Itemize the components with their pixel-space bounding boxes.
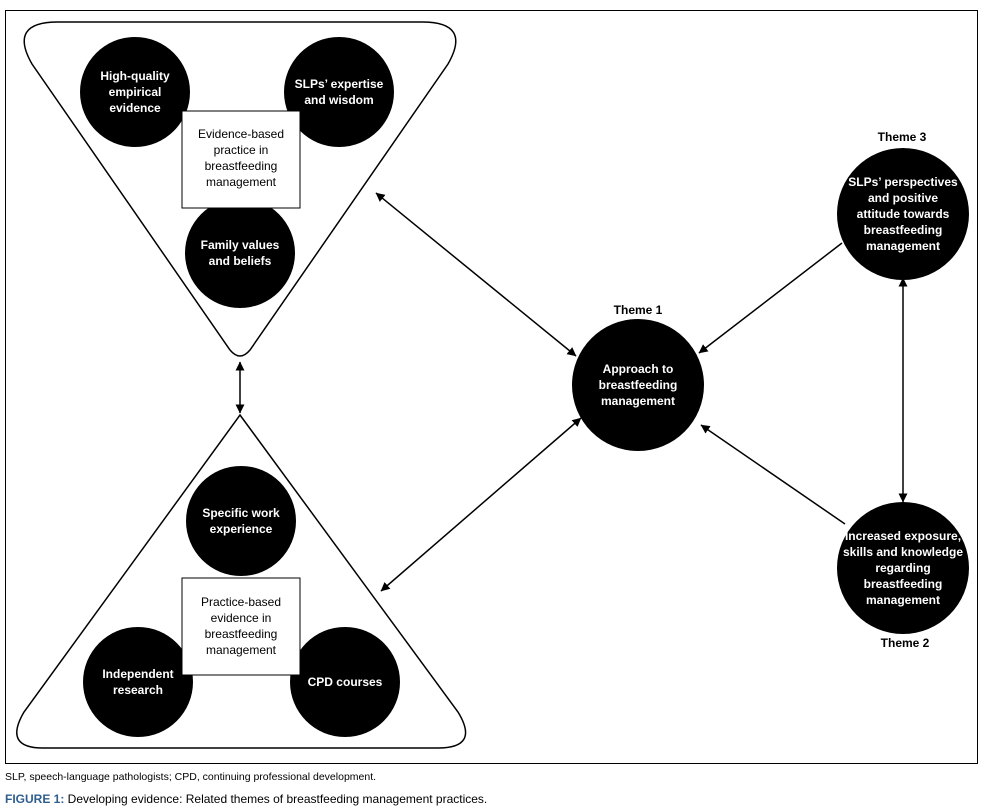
label-line: breastfeeding <box>205 159 278 173</box>
label-line: Approach to <box>603 362 674 376</box>
practice-based-evidence-box <box>181 577 301 676</box>
label-line: attitude towards <box>857 207 950 221</box>
figure-number: FIGURE 1: <box>5 792 65 806</box>
circle-family-values <box>185 198 295 308</box>
label-line: management <box>206 643 277 657</box>
label-line: management <box>866 593 940 607</box>
circle-theme2-exposure-label: Increased exposure, skills and knowledge r… <box>843 529 963 607</box>
circle-independent-research <box>83 627 193 737</box>
label-line: empirical <box>109 85 162 99</box>
practice-based-evidence-label: Practice-based evidence in breastfeeding ma… <box>201 595 281 657</box>
top-triangle-outline <box>23 21 457 357</box>
label-line: and positive <box>868 191 938 205</box>
evidence-based-practice-box <box>181 110 301 209</box>
circle-theme1-approach <box>572 319 704 451</box>
label-line: evidence in <box>211 611 272 625</box>
label-line: management <box>601 394 675 408</box>
bottom-to-theme1-arrow <box>380 417 582 592</box>
theme3-label: Theme 3 <box>878 130 927 144</box>
figure-caption-text: Developing evidence: Related themes of b… <box>64 792 488 806</box>
label-line: skills and knowledge <box>843 545 963 559</box>
circle-slp-expertise <box>284 37 394 147</box>
circle-independent-research-label: Independent research <box>102 667 173 697</box>
label-line: and wisdom <box>304 93 373 107</box>
label-line: evidence <box>109 101 161 115</box>
circle-family-values-label: Family values and beliefs <box>201 238 280 268</box>
circle-work-experience-label: Specific work experience <box>202 506 280 536</box>
label-line: Increased exposure, <box>845 529 961 543</box>
label-line: SLPs’ perspectives <box>848 175 958 189</box>
label-line: research <box>113 683 163 697</box>
top-to-theme1-arrow <box>375 192 577 357</box>
circle-work-experience <box>186 466 296 576</box>
label-line: SLPs’ expertise <box>295 77 384 91</box>
label-line: experience <box>210 522 273 536</box>
circle-slp-expertise-label: SLPs’ expertise and wisdom <box>295 77 384 107</box>
circle-theme3-perspectives <box>837 148 969 280</box>
label-line: Specific work <box>202 506 280 520</box>
evidence-based-practice-label: Evidence-based practice in breastfeeding ma… <box>198 127 284 189</box>
label-line: Practice-based <box>201 595 281 609</box>
circle-theme3-perspectives-label: SLPs’ perspectives and positive attitude t… <box>848 175 958 253</box>
theme1-label: Theme 1 <box>614 303 663 317</box>
figure-footnote: SLP, speech-language pathologists; CPD, … <box>5 771 377 783</box>
label-line: breastfeeding <box>864 577 943 591</box>
label-line: breastfeeding <box>205 627 278 641</box>
bottom-triangle-outline <box>16 413 467 749</box>
evidence-diagram: High-quality empirical evidence SLPs’ expe… <box>16 21 969 749</box>
circle-cpd-courses-label: CPD courses <box>308 675 383 689</box>
label-line: management <box>866 239 940 253</box>
label-line: High-quality <box>100 69 170 83</box>
circle-empirical-evidence <box>80 37 190 147</box>
theme3-to-theme1-arrow <box>698 242 843 354</box>
label-line: Independent <box>102 667 173 681</box>
circle-cpd-courses <box>290 627 400 737</box>
label-line: Evidence-based <box>198 127 284 141</box>
label-line: Family values <box>201 238 280 252</box>
label-line: breastfeeding <box>864 223 943 237</box>
circle-empirical-evidence-label: High-quality empirical evidence <box>100 69 170 115</box>
theme2-to-theme1-arrow <box>700 424 846 525</box>
label-line: practice in <box>214 143 269 157</box>
circle-theme2-exposure <box>837 502 969 634</box>
circle-theme1-approach-label: Approach to breastfeeding management <box>599 362 678 408</box>
label-line: management <box>206 175 277 189</box>
theme2-label: Theme 2 <box>881 636 930 650</box>
label-line: CPD courses <box>308 675 383 689</box>
label-line: regarding <box>875 561 930 575</box>
figure-caption: FIGURE 1: Developing evidence: Related t… <box>5 792 487 806</box>
label-line: breastfeeding <box>599 378 678 392</box>
label-line: and beliefs <box>209 254 272 268</box>
